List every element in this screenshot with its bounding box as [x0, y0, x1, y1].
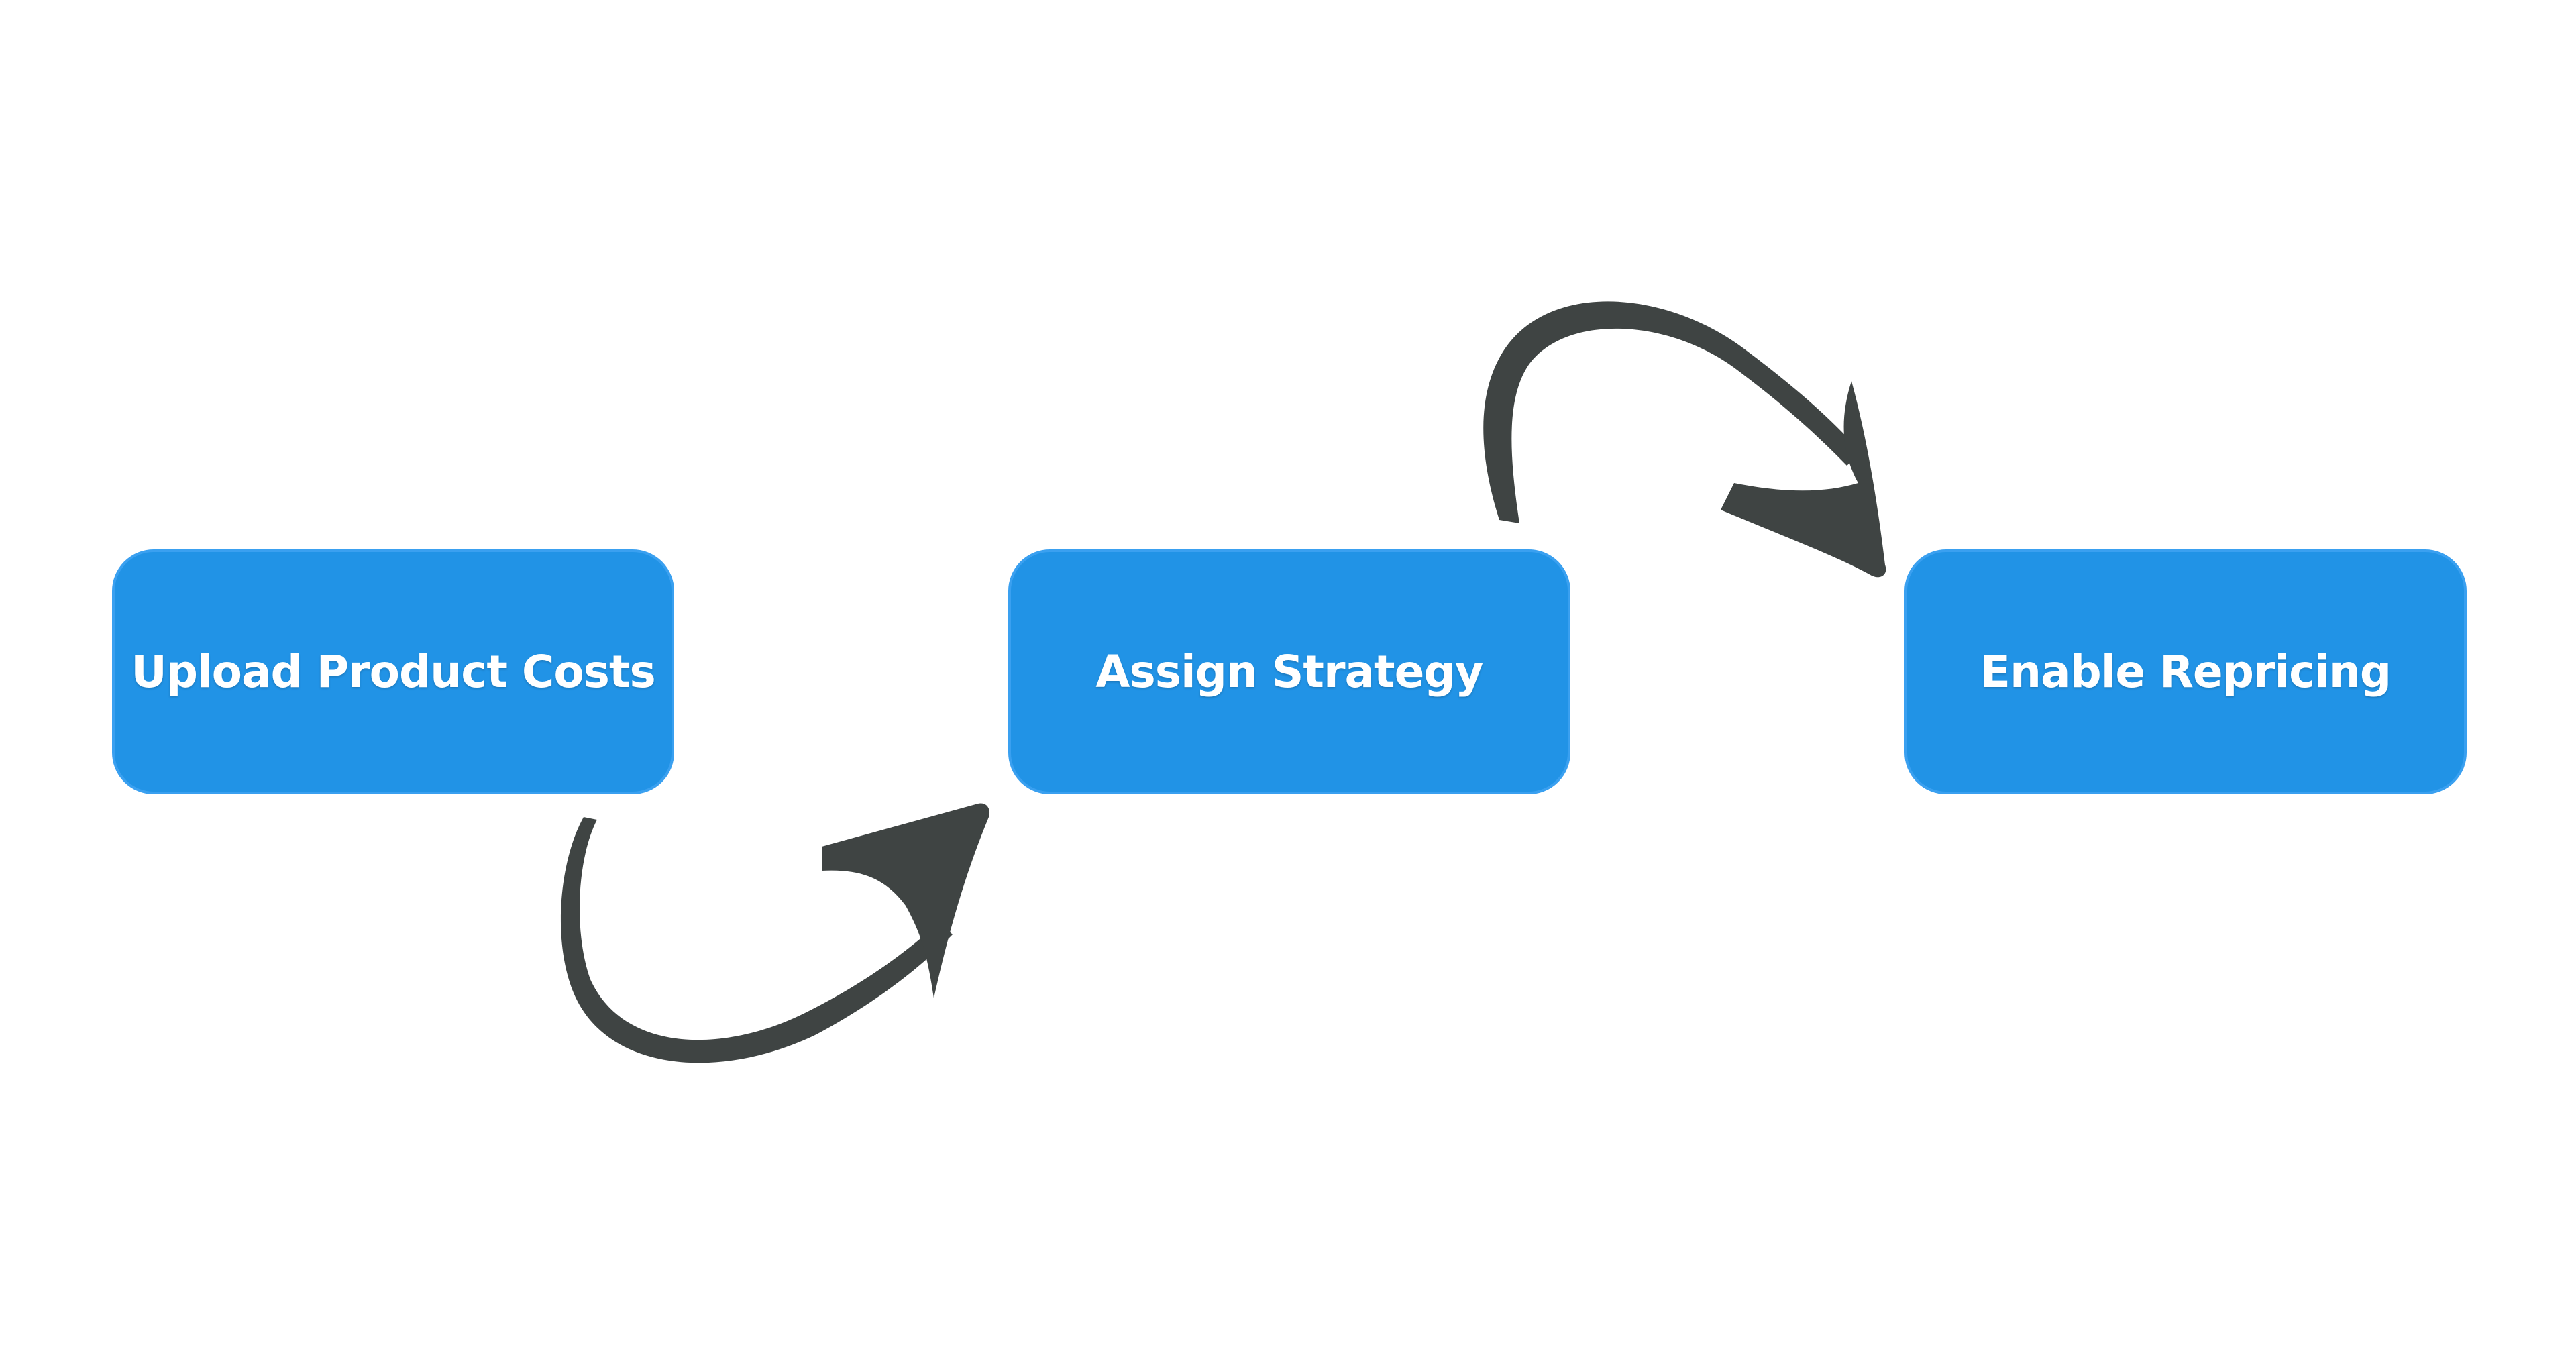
step-assign-strategy: Assign Strategy: [1008, 549, 1570, 794]
step-enable-repricing: Enable Repricing: [1904, 549, 2467, 794]
step-label: Assign Strategy: [1095, 646, 1483, 698]
arrow-1-shaft: [560, 817, 953, 1063]
step-label: Upload Product Costs: [131, 646, 656, 698]
step-upload-product-costs: Upload Product Costs: [112, 549, 674, 794]
curved-arrow-1-icon: [560, 803, 990, 1063]
step-label: Enable Repricing: [1980, 646, 2392, 698]
arrow-2-head: [1721, 381, 1886, 578]
arrow-1-head: [822, 803, 990, 998]
arrow-2-shaft: [1483, 301, 1862, 523]
curved-arrow-2-icon: [1483, 301, 1886, 578]
